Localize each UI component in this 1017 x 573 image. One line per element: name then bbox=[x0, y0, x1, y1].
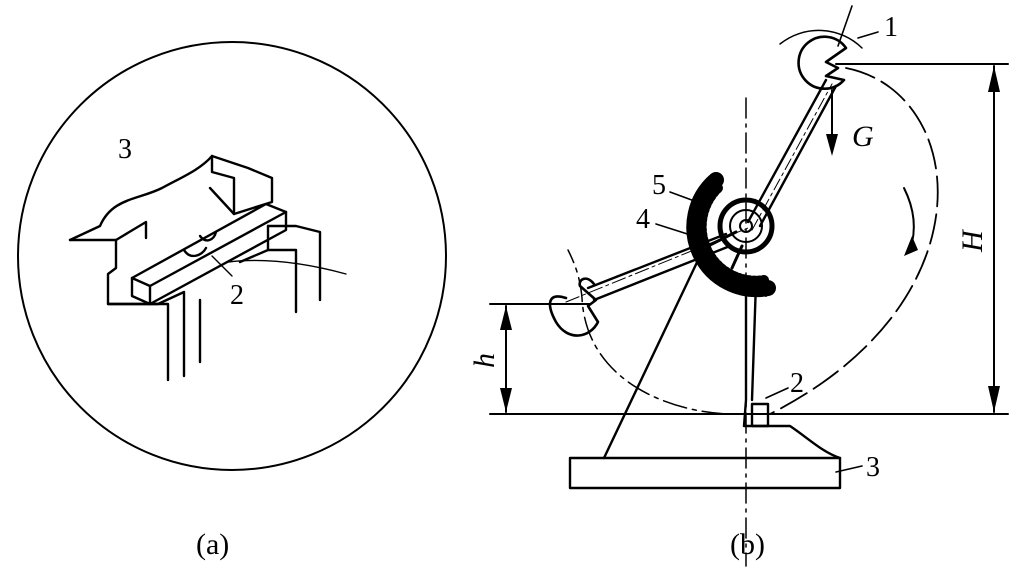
height-h-label: h bbox=[468, 353, 501, 368]
swing-path-return bbox=[567, 249, 727, 415]
dial-leader-line bbox=[669, 191, 709, 207]
specimen-b bbox=[750, 402, 770, 428]
pendulum-leader-line bbox=[857, 31, 879, 39]
specimen-leader-line-b bbox=[765, 387, 789, 399]
pointer-leader-line bbox=[655, 223, 701, 239]
pendulum-hammer-rebound bbox=[548, 277, 600, 337]
height-H-label: H bbox=[956, 228, 989, 253]
weight-arrowhead bbox=[826, 134, 838, 156]
specimen-bar bbox=[130, 202, 288, 306]
pointer-label: 4 bbox=[636, 204, 650, 235]
pendulum-start-arc bbox=[779, 29, 863, 49]
dimension-h bbox=[500, 305, 512, 413]
caption-a: (a) bbox=[196, 528, 229, 561]
specimen-label-b: 2 bbox=[790, 368, 804, 399]
pendulum-label: 1 bbox=[884, 12, 898, 43]
swing-direction-arrowhead bbox=[904, 236, 918, 256]
machine-base bbox=[568, 456, 842, 490]
base-label: 3 bbox=[866, 452, 880, 483]
figure-b-machine: H h G bbox=[468, 5, 1009, 567]
pointer-needle bbox=[698, 230, 738, 252]
weight-G-label: G bbox=[852, 120, 874, 153]
figure-a-detail: 3 2 bbox=[17, 41, 447, 471]
detail-magnifier-circle bbox=[17, 41, 447, 471]
scale-dial bbox=[686, 172, 776, 298]
dimension-H bbox=[988, 65, 1000, 413]
anvil-block bbox=[68, 154, 322, 382]
strike-arc bbox=[227, 259, 347, 275]
dial-label: 5 bbox=[652, 170, 666, 201]
swing-path-dashed bbox=[769, 67, 939, 415]
specimen-label-a: 2 bbox=[230, 280, 244, 311]
base-leader-line bbox=[835, 465, 863, 473]
specimen-leader-line bbox=[211, 255, 233, 277]
pendulum-hammer-start bbox=[797, 35, 848, 90]
anvil-label: 3 bbox=[118, 134, 132, 165]
caption-b: (b) bbox=[730, 528, 765, 561]
pendulum-axis-tick bbox=[837, 5, 853, 47]
pivot-assembly bbox=[698, 197, 775, 270]
